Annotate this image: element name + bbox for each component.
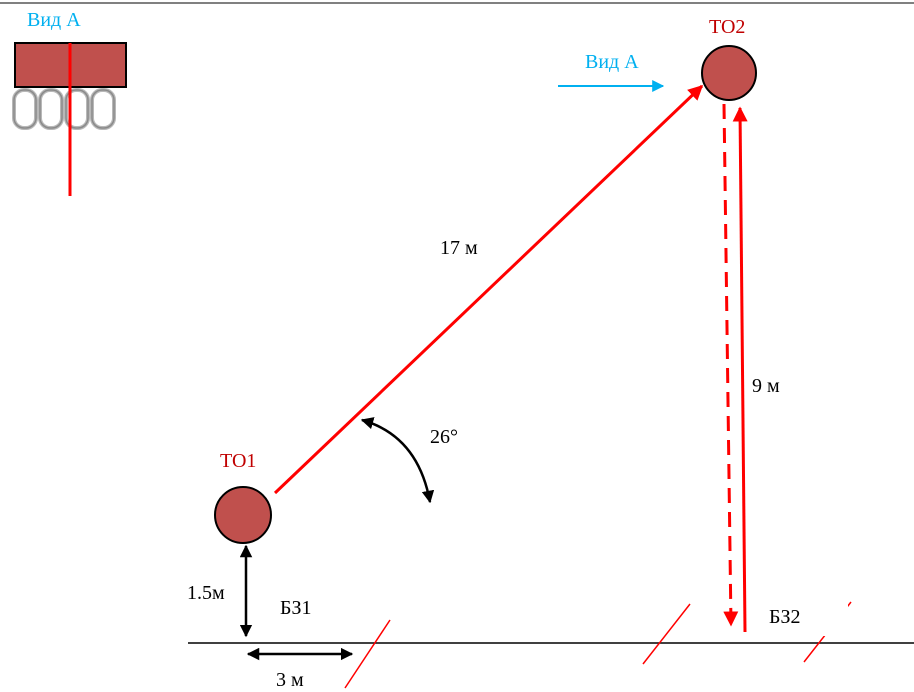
descent-rope-dashed — [722, 103, 739, 627]
node-to2-label: ТО2 — [709, 16, 745, 38]
zone-bz2-label: БЗ2 — [769, 606, 801, 628]
node-to2 — [701, 45, 757, 101]
angle-label: 26° — [430, 426, 458, 448]
inset-title: Вид А — [27, 9, 81, 31]
incline-length-label: 17 м — [440, 237, 478, 259]
node-to1 — [214, 486, 272, 544]
ascent-rope — [732, 106, 748, 633]
node-to1-label: ТО1 — [220, 450, 256, 472]
view-a-label: Вид А — [585, 51, 639, 73]
bz2-label-bg — [766, 598, 848, 636]
incline-rope — [273, 84, 704, 495]
ground-gap-label: 3 м — [276, 669, 304, 691]
arc-arrow-icon — [360, 417, 435, 504]
carabiner-icon — [12, 88, 116, 130]
to1-height-label: 1.5м — [187, 582, 225, 604]
vertical-length-label: 9 м — [752, 375, 780, 397]
inset-view-a: Вид А — [12, 9, 127, 196]
zone-bz1-label: БЗ1 — [280, 597, 312, 619]
carabiner-outline-icon — [13, 89, 115, 129]
